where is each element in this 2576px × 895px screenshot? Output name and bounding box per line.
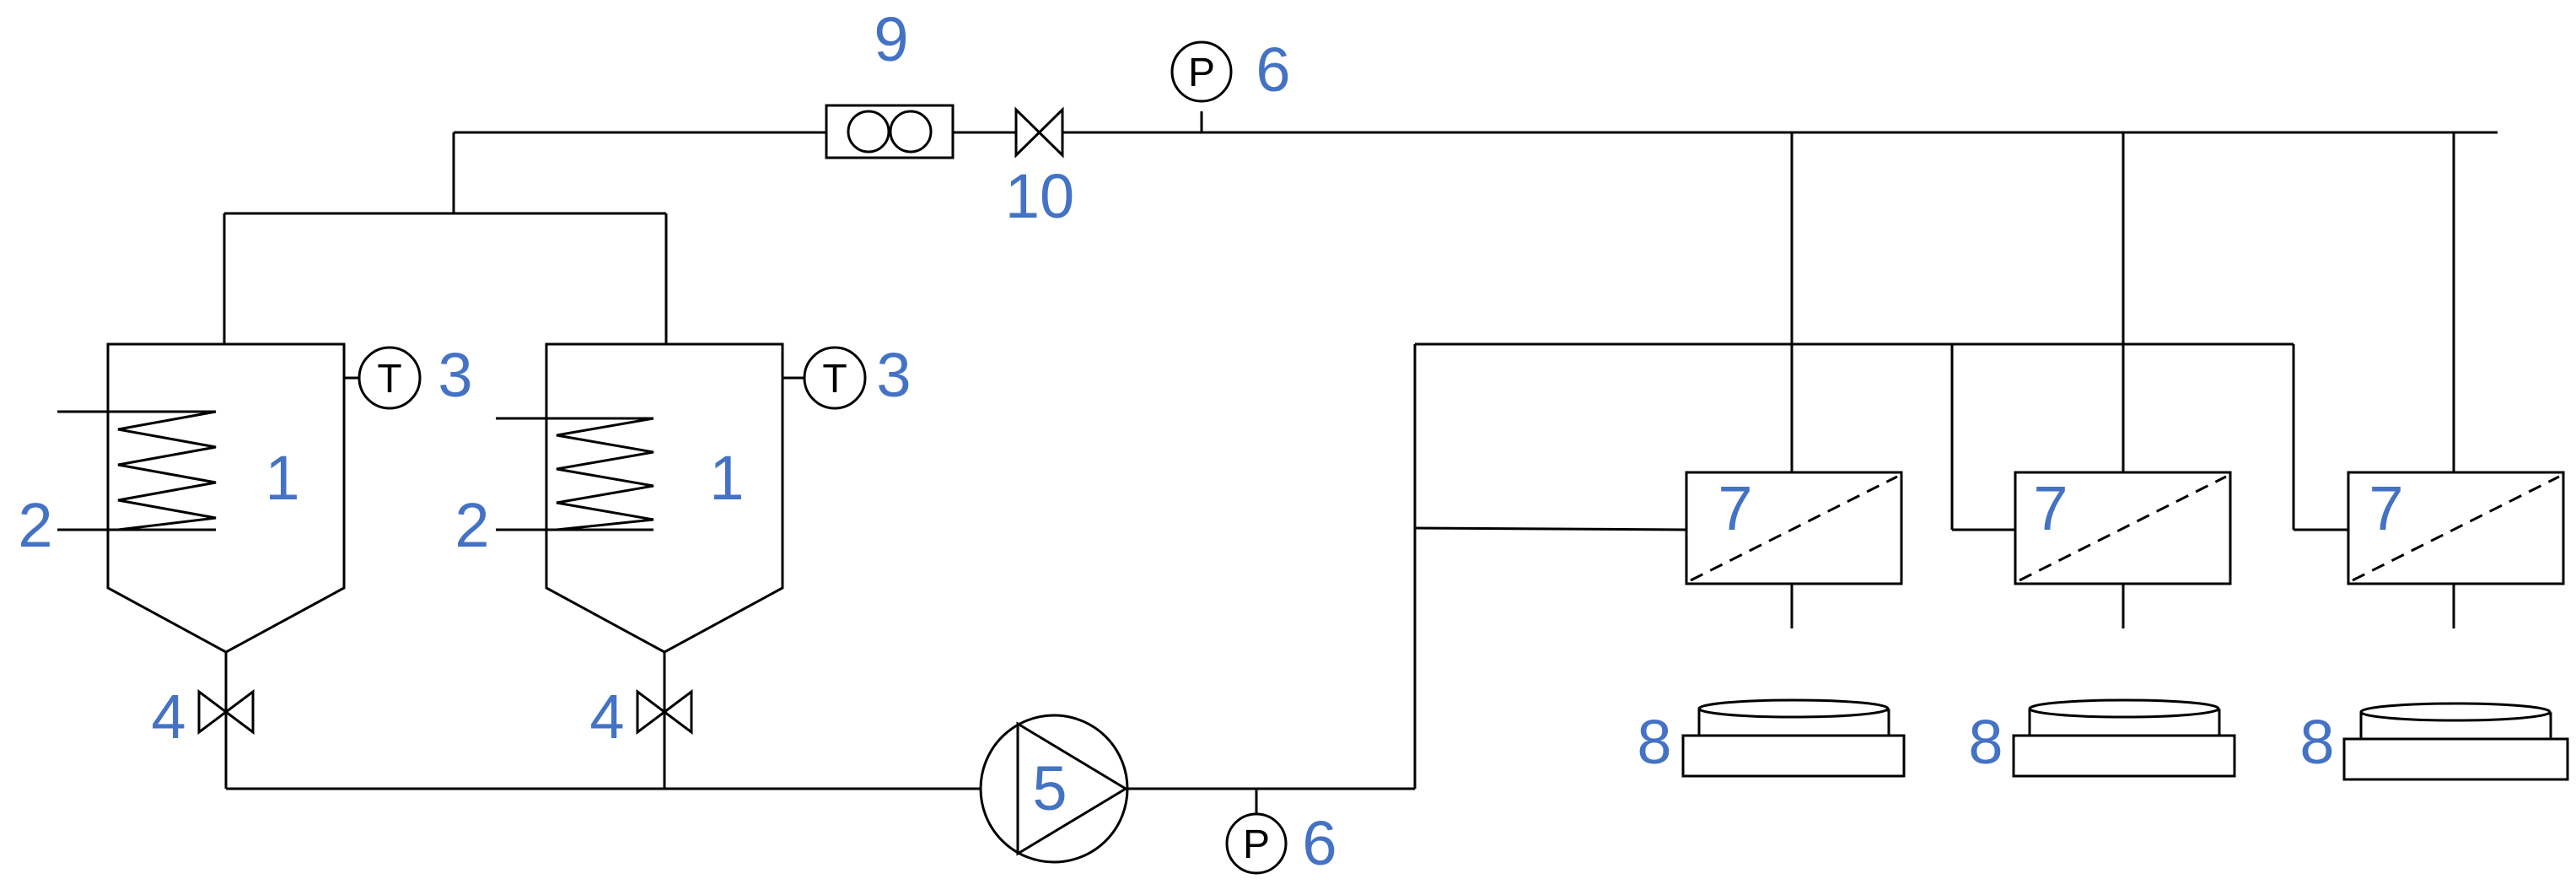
- label-filter-1: 7: [1718, 473, 1752, 543]
- liquid-feed-piping: [224, 342, 2348, 790]
- pressure-gauge-top: P: [1170, 40, 1233, 103]
- label-valve-right: 4: [589, 682, 624, 752]
- label-pressure-bottom: 6: [1302, 808, 1336, 878]
- valve-right: [636, 689, 693, 735]
- filter-unit-1: [1685, 471, 1903, 628]
- component-labels: 1 1 2 2 3 3 4 4 5 6 6 7 7 7 8 8 8 9 10: [18, 4, 2403, 878]
- temperature-symbol: T: [822, 357, 847, 402]
- valve-left: [197, 689, 255, 735]
- label-temp-left: 3: [438, 340, 472, 410]
- control-valve: [1014, 106, 1064, 159]
- label-temp-right: 3: [876, 340, 911, 410]
- label-balance-3: 8: [2299, 707, 2334, 777]
- filter-unit-3: [2347, 471, 2565, 628]
- heating-coil-right: [496, 417, 654, 531]
- balance-2: [2012, 698, 2236, 778]
- temperature-symbol: T: [377, 357, 401, 402]
- label-coil-left: 2: [18, 490, 52, 560]
- gas-header-piping: [223, 111, 2498, 472]
- balance-1: [1681, 698, 1906, 778]
- flow-meter: [825, 104, 955, 159]
- label-balance-1: 8: [1637, 707, 1671, 777]
- label-pump: 5: [1032, 753, 1067, 823]
- label-filter-3: 7: [2369, 473, 2403, 543]
- temperature-sensor-right: T: [782, 346, 867, 410]
- balance-3: [2342, 702, 2569, 781]
- label-valve-left: 4: [151, 682, 186, 752]
- pressure-gauge-bottom: P: [1225, 789, 1288, 875]
- label-flow-meter: 9: [874, 4, 908, 74]
- label-vessel-left: 1: [265, 443, 299, 513]
- label-filter-2: 7: [2033, 473, 2068, 543]
- vessel-right: [545, 342, 784, 654]
- label-vessel-right: 1: [709, 443, 744, 513]
- filter-unit-2: [2014, 471, 2232, 628]
- temperature-sensor-left: T: [344, 346, 422, 410]
- pump: [979, 714, 1129, 864]
- pressure-symbol: P: [1243, 822, 1270, 867]
- vessel-left: [106, 342, 346, 654]
- label-balance-2: 8: [1968, 707, 2003, 777]
- label-pressure-top: 6: [1256, 35, 1290, 105]
- heating-coil-left: [57, 410, 217, 531]
- pressure-symbol: P: [1188, 51, 1215, 95]
- label-coil-right: 2: [454, 490, 489, 560]
- label-control-valve: 10: [1005, 161, 1074, 231]
